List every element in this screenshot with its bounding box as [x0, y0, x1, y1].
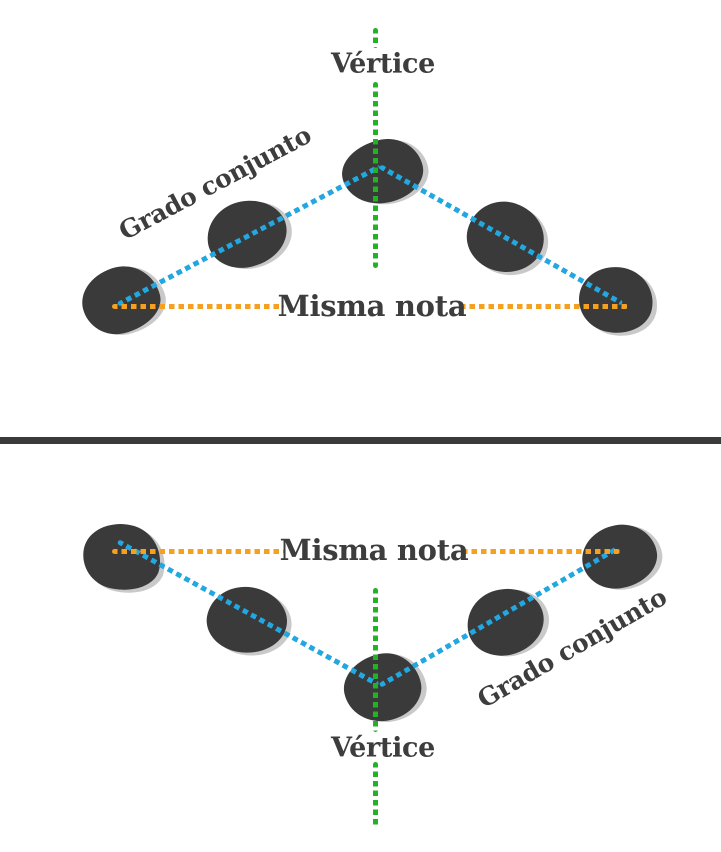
vertex-axis-line	[372, 762, 378, 827]
note-blob	[459, 580, 551, 664]
note-blob	[76, 516, 168, 598]
vertex-axis-line	[372, 588, 378, 732]
note-blob	[337, 646, 427, 728]
step-degree-label: Grado conjunto	[114, 120, 316, 246]
same-note-label: Misma nota	[277, 289, 467, 323]
note-blob	[201, 194, 293, 274]
note-blob	[459, 193, 551, 281]
same-note-line	[462, 548, 620, 554]
step-line	[378, 163, 624, 306]
note-blob	[572, 260, 660, 340]
note-blob	[335, 131, 429, 211]
note-blob	[576, 518, 662, 594]
note-blob	[201, 580, 293, 660]
section-divider	[0, 437, 721, 444]
step-degree-label: Grado conjunto	[472, 582, 672, 714]
step-line	[378, 545, 619, 688]
note-blob	[75, 258, 167, 342]
same-note-line	[112, 303, 284, 309]
vertex-label: Vértice	[330, 48, 436, 80]
step-line	[116, 538, 380, 687]
same-note-label: Misma nota	[279, 533, 469, 567]
same-note-line	[112, 548, 284, 554]
same-note-line	[460, 303, 628, 309]
vertex-label: Vértice	[330, 732, 436, 764]
step-line	[116, 163, 382, 307]
vertex-axis-line	[372, 82, 378, 268]
vertex-axis-line	[372, 28, 378, 48]
